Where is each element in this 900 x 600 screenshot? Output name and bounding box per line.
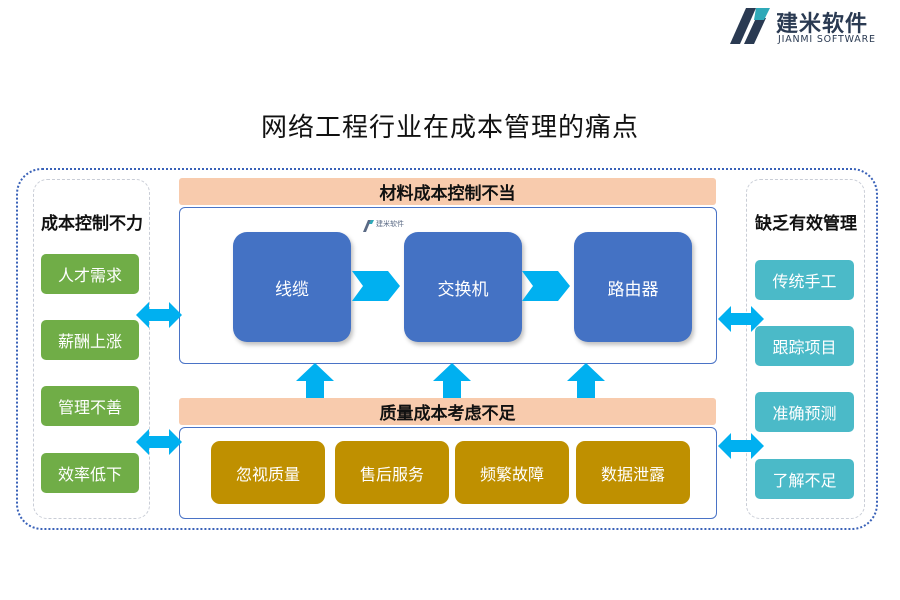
double-arrow-icon — [718, 433, 764, 459]
right-item-1: 传统手工 — [755, 260, 854, 300]
left-item-1: 人才需求 — [41, 254, 139, 294]
watermark: 建米软件 — [362, 219, 422, 237]
double-arrow-icon — [718, 306, 764, 332]
watermark-text: 建米软件 — [376, 220, 404, 228]
material-section-title: 材料成本控制不当 — [179, 178, 716, 205]
quality-section-title: 质量成本考虑不足 — [179, 398, 716, 425]
left-item-2: 薪酬上涨 — [41, 320, 139, 360]
material-item-router: 路由器 — [574, 232, 692, 342]
left-panel — [33, 179, 150, 519]
right-panel-title: 缺乏有效管理 — [755, 214, 857, 234]
right-panel — [746, 179, 865, 519]
brand-mark-icon — [730, 8, 770, 44]
chevron-right-icon — [522, 271, 570, 301]
arrow-up-icon — [567, 363, 605, 399]
double-arrow-icon — [136, 302, 182, 328]
watermark-icon — [363, 220, 374, 232]
left-item-4: 效率低下 — [41, 453, 139, 493]
outer-container — [16, 168, 878, 530]
brand-subtitle: JIANMI SOFTWARE — [778, 34, 876, 45]
brand-logo: 建米软件 JIANMI SOFTWARE — [726, 4, 896, 48]
left-item-3: 管理不善 — [41, 386, 139, 426]
right-item-2: 跟踪项目 — [755, 326, 854, 366]
material-item-switch: 交换机 — [404, 232, 522, 342]
quality-item-1: 忽视质量 — [211, 441, 325, 504]
quality-item-2: 售后服务 — [335, 441, 449, 504]
arrow-up-icon — [296, 363, 334, 399]
right-item-3: 准确预测 — [755, 392, 854, 432]
brand-name: 建米软件 — [776, 12, 869, 37]
chevron-right-icon — [352, 271, 400, 301]
quality-item-4: 数据泄露 — [576, 441, 690, 504]
diagram-title: 网络工程行业在成本管理的痛点 — [260, 113, 639, 143]
arrow-up-icon — [433, 363, 471, 399]
quality-item-3: 频繁故障 — [455, 441, 569, 504]
double-arrow-icon — [136, 429, 182, 455]
material-item-cable: 线缆 — [233, 232, 351, 342]
left-panel-title: 成本控制不力 — [41, 214, 143, 234]
right-item-4: 了解不足 — [755, 459, 854, 499]
